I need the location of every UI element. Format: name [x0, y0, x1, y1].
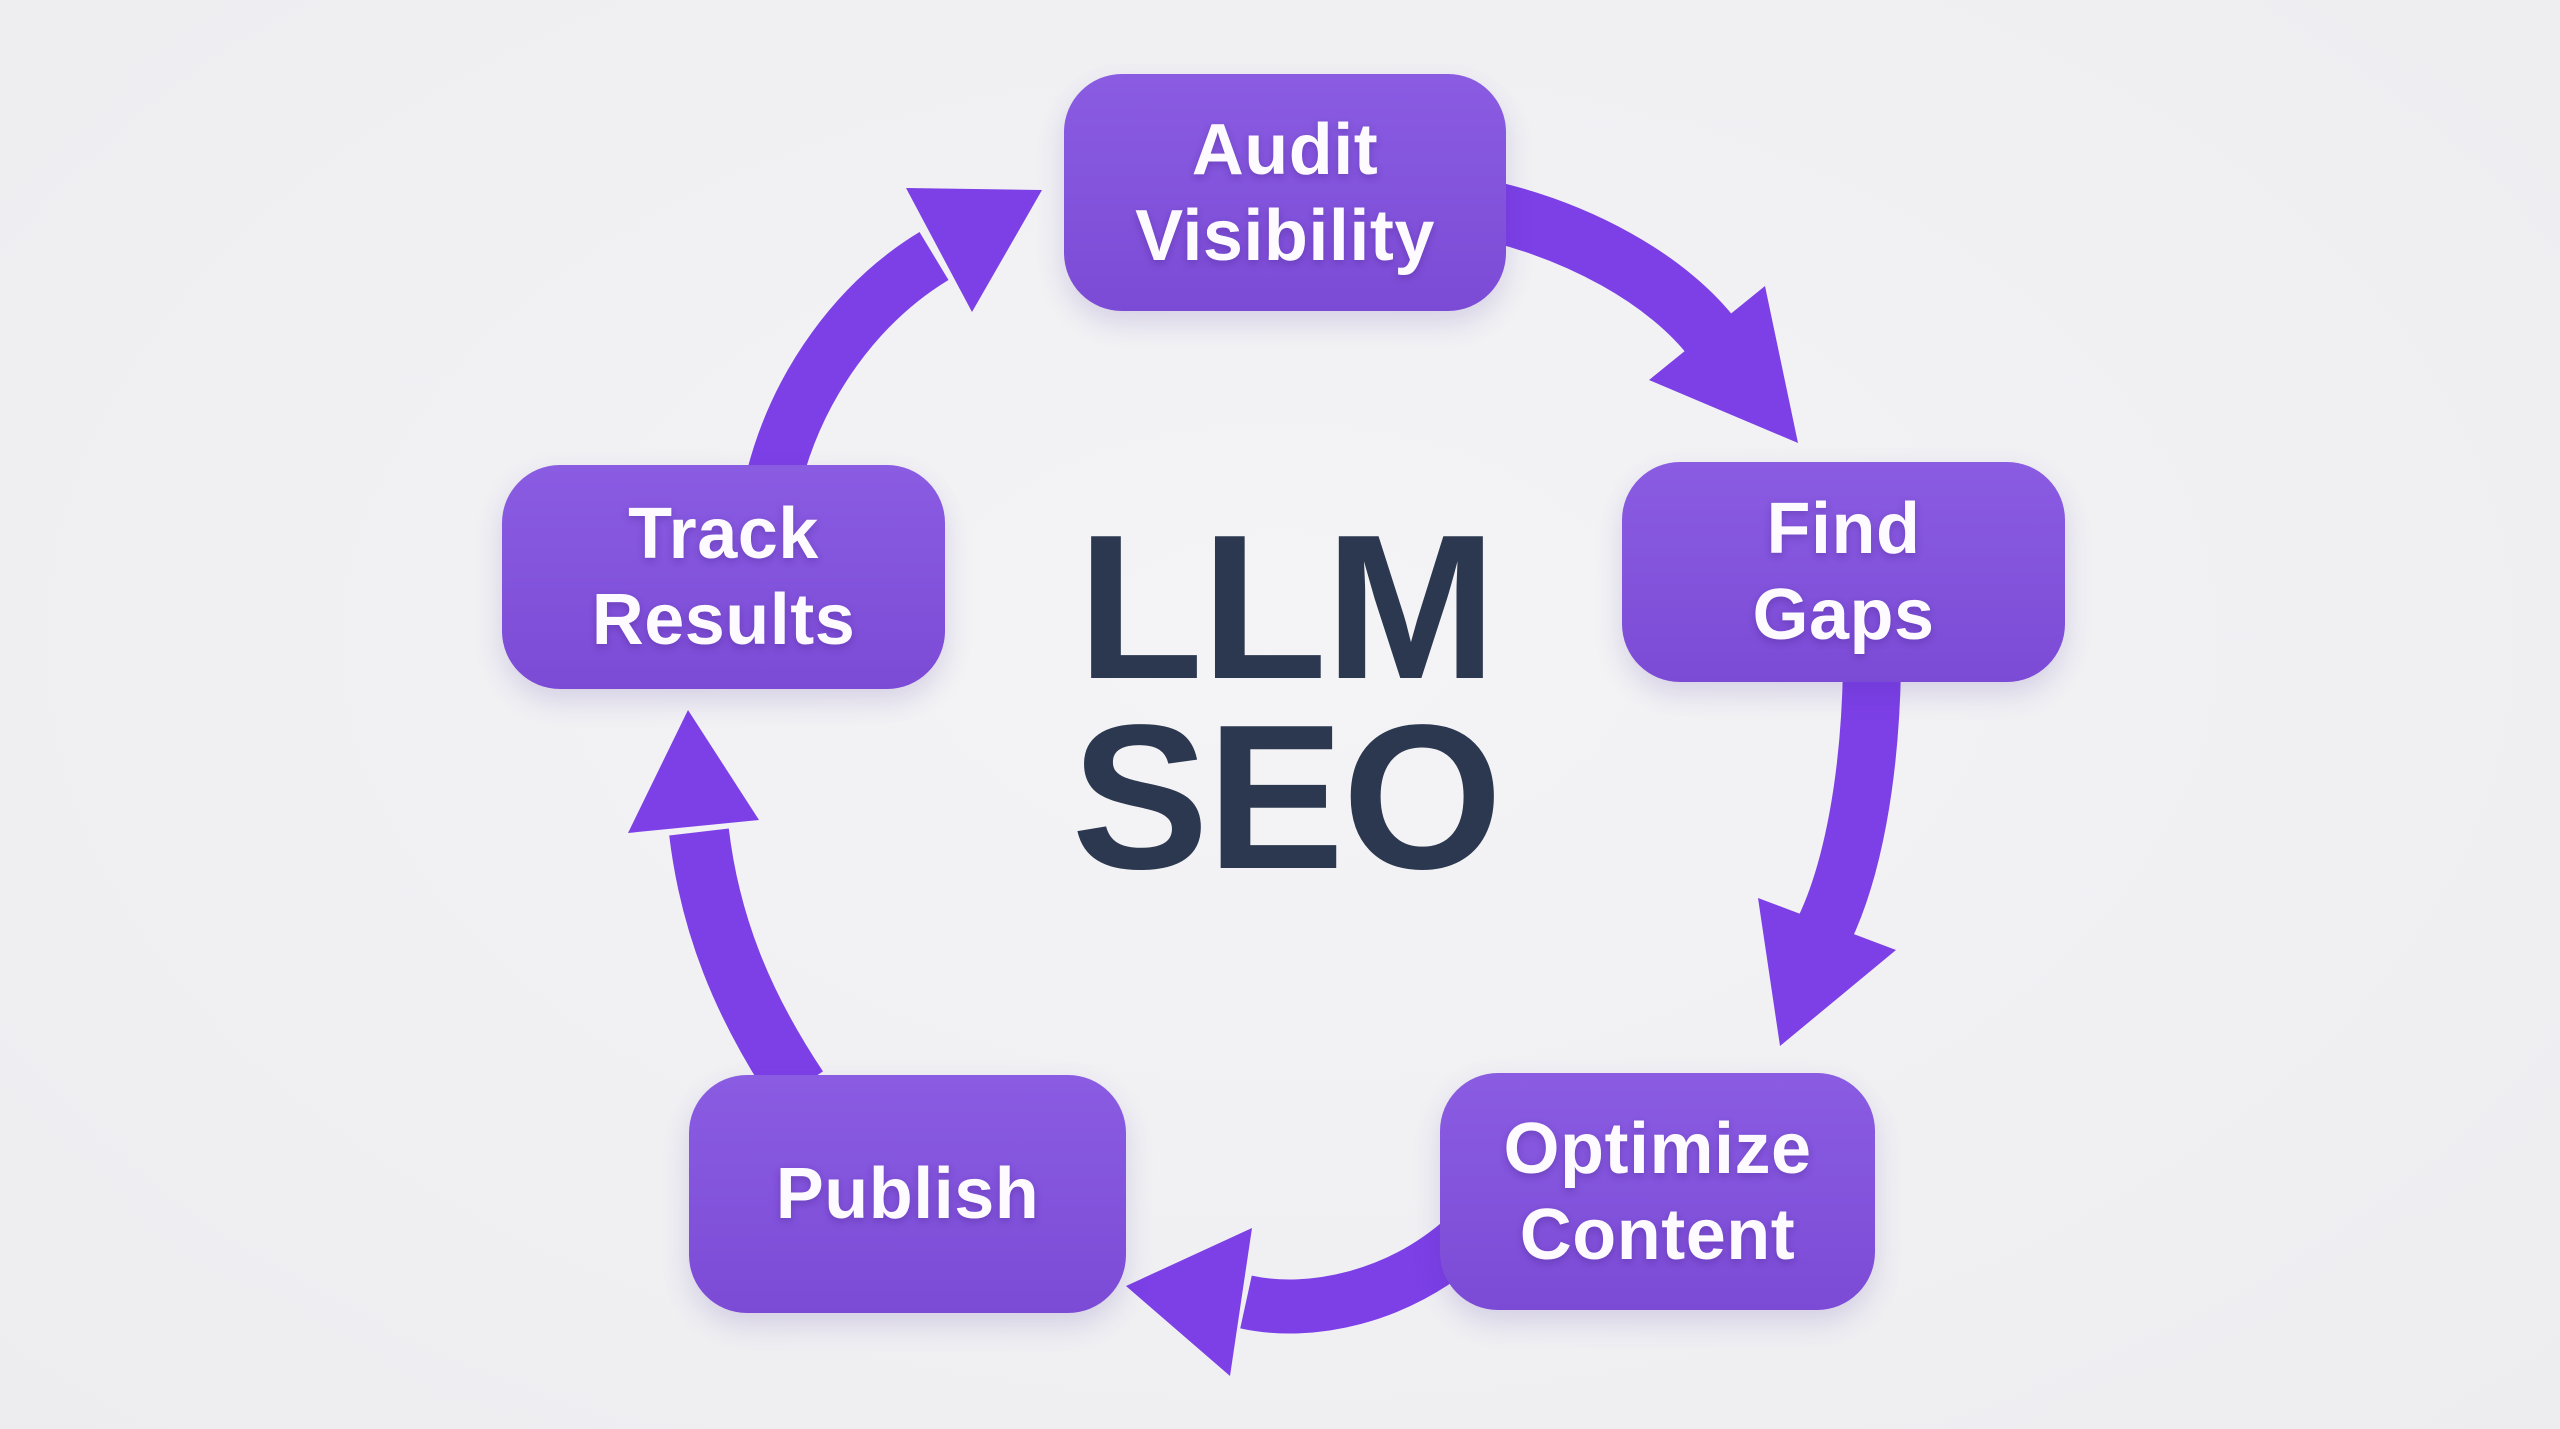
center-title: LLM SEO	[1071, 492, 1502, 912]
node-label-line: Publish	[775, 1154, 1040, 1234]
arrow-shaft	[1462, 176, 1738, 359]
node-optimize-content: Optimize Content	[1440, 1073, 1875, 1310]
arrow-shaft	[1240, 1217, 1484, 1334]
node-track-results-label: Track Results	[592, 491, 856, 663]
node-label-line: Audit	[1191, 109, 1379, 190]
arrow-optimize-content-to-publish	[1126, 1217, 1484, 1376]
arrow-publish-to-track-results	[628, 710, 823, 1105]
node-label-line: Track	[628, 494, 819, 574]
arrow-shaft	[746, 232, 949, 486]
arrow-audit-visibility-to-find-gaps	[1462, 176, 1798, 443]
node-publish: Publish	[689, 1075, 1126, 1313]
center-title-line: LLM	[1077, 492, 1496, 722]
arrow-head-icon	[628, 710, 759, 833]
arrow-head-icon	[1126, 1228, 1252, 1376]
node-audit-visibility: Audit Visibility	[1064, 74, 1506, 311]
node-label-line: Content	[1519, 1194, 1796, 1275]
arrow-head-icon	[1758, 898, 1896, 1046]
arrow-head-icon	[1649, 286, 1798, 443]
node-track-results: Track Results	[502, 465, 945, 689]
node-label-line: Gaps	[1752, 575, 1935, 655]
node-label-line: Visibility	[1135, 195, 1435, 276]
arrow-track-results-to-audit-visibility	[746, 188, 1042, 486]
center-title-line: SEO	[1071, 682, 1502, 912]
node-audit-visibility-label: Audit Visibility	[1135, 107, 1435, 279]
node-label-line: Find	[1766, 489, 1921, 569]
arrow-head-icon	[906, 188, 1042, 312]
node-publish-label: Publish	[776, 1151, 1040, 1237]
arrow-shaft	[669, 828, 823, 1105]
node-label-line: Optimize	[1503, 1108, 1812, 1189]
node-optimize-content-label: Optimize Content	[1503, 1106, 1811, 1278]
arrow-shaft	[1797, 667, 1901, 943]
arrow-find-gaps-to-optimize-content	[1758, 667, 1901, 1046]
node-find-gaps: Find Gaps	[1622, 462, 2065, 682]
node-label-line: Results	[591, 580, 856, 660]
node-find-gaps-label: Find Gaps	[1752, 486, 1934, 658]
